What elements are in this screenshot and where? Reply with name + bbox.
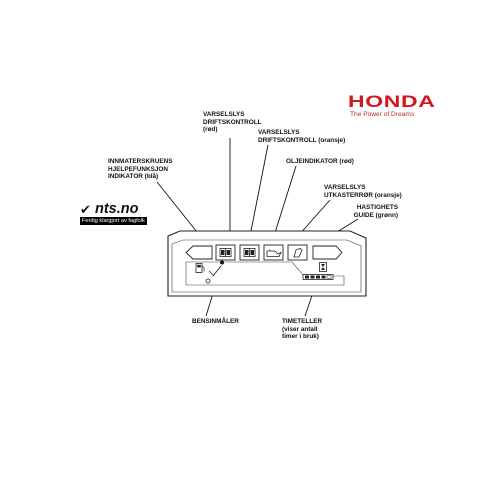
nts-watermark: ✔ nts.no Ferdig klargjort av fagfolk: [80, 201, 160, 226]
drift-orange-icon: [243, 248, 256, 257]
label-oil-indicator: OLJEINDIKATOR (rød): [286, 158, 354, 165]
gauge-area: [185, 260, 345, 286]
nts-wordmark: nts.no: [93, 201, 141, 217]
speed-guide-lamp: [312, 245, 343, 260]
label-speed-guide: HASTIGHETS GUIDE (grønn): [353, 204, 398, 219]
gauge-frame: [185, 261, 345, 286]
leader-chute: [297, 199, 331, 237]
leader-drift-orange: [249, 144, 269, 237]
panel-inner-border: [171, 239, 362, 293]
fuel-full-dot: [220, 260, 224, 265]
fuel-empty-dot: [205, 278, 211, 284]
label-fuel-gauge: BENSINMÅLER: [192, 318, 239, 325]
drift-red-icon: [219, 248, 232, 257]
hour-counter-digits: [305, 275, 332, 279]
label-chute-warning: VARSELSLYS UTKASTERRØR (oransje): [324, 184, 402, 199]
auger-assist-lamp: [185, 245, 213, 260]
lamp-icons: [219, 248, 303, 258]
hourglass-icon: [319, 262, 327, 272]
fuel-needle: [212, 265, 222, 277]
label-hour-meter: TIMETELLER (viser antall timer i bruk): [282, 318, 323, 341]
honda-tagline: The Power of Dreams: [350, 111, 415, 118]
check-mark-icon: ✔: [80, 202, 91, 217]
fuel-tick: [208, 270, 215, 277]
label-warning-drift-red: VARSELSLYS DRIFTSKONTROLL (rød): [203, 111, 262, 134]
fuel-pump-icon: [195, 263, 205, 273]
label-warning-drift-orange: VARSELSLYS DRIFTSKONTROLL (oransje): [258, 129, 346, 144]
honda-wordmark: HONDA: [348, 92, 436, 111]
leader-oil: [273, 165, 297, 237]
chute-icon: [293, 248, 303, 258]
leader-auger: [156, 181, 202, 238]
oil-can-icon: [266, 249, 282, 257]
nts-subtitle: Ferdig klargjort av fagfolk: [80, 217, 147, 225]
label-auger-assist: INNMATERSKRUENS HJELPEFUNKSJON INDIKATOR…: [108, 158, 173, 181]
indicator-strip: [185, 244, 343, 261]
